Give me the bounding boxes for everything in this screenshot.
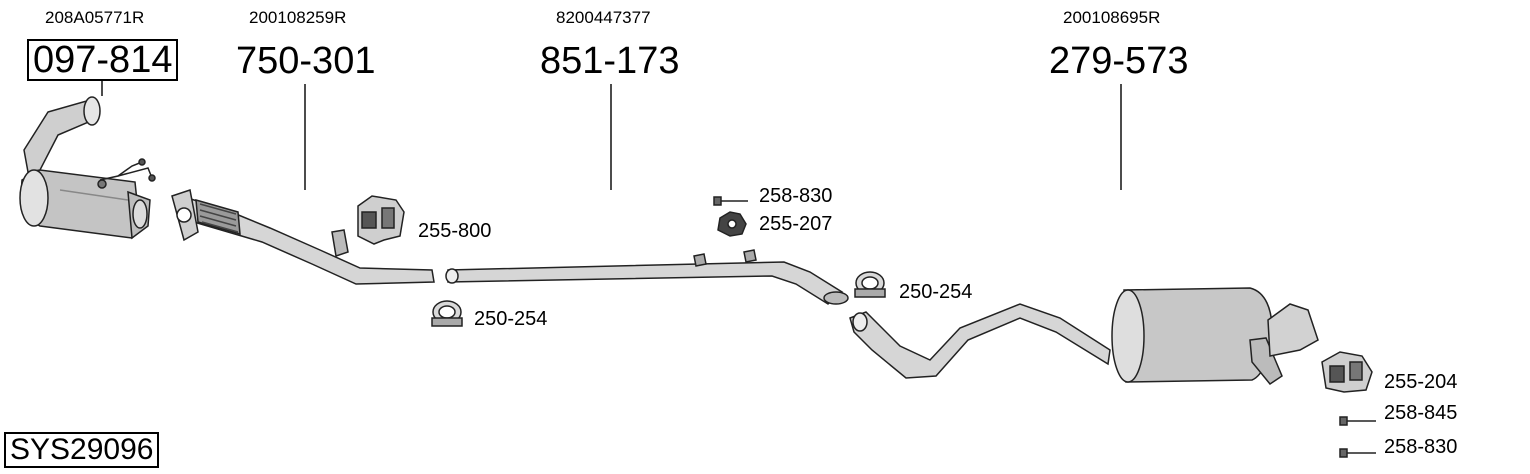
rear-silencer-part [849, 287, 1319, 386]
label-hanger-rear[interactable]: 255-204 [1384, 371, 1458, 393]
middle-pipe-part [445, 249, 849, 305]
rubber-mount-mid-part [717, 211, 747, 237]
label-clamp-mid[interactable]: 250-254 [899, 281, 973, 303]
system-code: SYS29096 [4, 432, 160, 468]
bolt-rear-2-part [1339, 448, 1376, 458]
label-mount-mid[interactable]: 255-207 [759, 213, 833, 235]
bolt-mid-part [713, 196, 748, 206]
part-number-middle-pipe[interactable]: 851-173 [540, 40, 680, 82]
part-number-rear-silencer[interactable]: 279-573 [1049, 40, 1189, 82]
rubber-hanger-rear-part [1321, 351, 1373, 393]
oem-number-front-pipe: 200108259R [249, 8, 347, 27]
rubber-hanger-front-part [357, 195, 405, 245]
front-pipe-part [171, 189, 435, 285]
label-bolt-mid[interactable]: 258-830 [759, 185, 833, 207]
clamp-front-part [431, 300, 463, 327]
oem-number-catalyst: 208A05771R [45, 8, 145, 27]
catalyst-part [19, 96, 156, 240]
label-bolt-rear-1[interactable]: 258-845 [1384, 402, 1458, 424]
oem-number-rear-silencer: 200108695R [1063, 8, 1161, 27]
label-hanger-front[interactable]: 255-800 [418, 220, 492, 242]
label-bolt-rear-2[interactable]: 258-830 [1384, 436, 1458, 458]
oem-number-middle-pipe: 8200447377 [556, 8, 651, 27]
clamp-mid-part [854, 271, 886, 298]
bolt-rear-1-part [1339, 416, 1376, 426]
part-number-catalyst[interactable]: 097-814 [27, 39, 179, 81]
label-clamp-front[interactable]: 250-254 [474, 308, 548, 330]
part-number-front-pipe[interactable]: 750-301 [236, 40, 376, 82]
